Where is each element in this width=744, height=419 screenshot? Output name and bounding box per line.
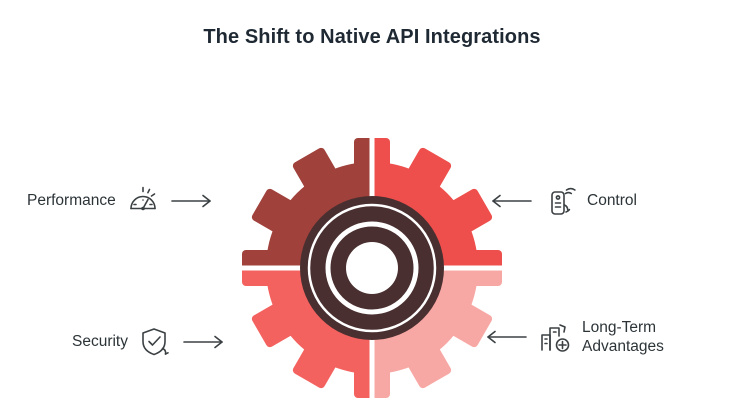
speedometer-icon [129,186,156,211]
gear-hub-center [346,242,398,294]
central-gear-graphic [236,132,508,404]
remote-control-icon [551,187,576,215]
node-security-label: Security [72,333,128,351]
page-title: The Shift to Native API Integrations [203,26,541,48]
building-plus-icon [541,324,570,353]
arrow-right-icon [183,335,223,349]
arrow-right-icon [170,194,211,208]
node-long-term-advantages-label: Long-Term Advantages [582,319,664,356]
node-security[interactable]: Security [72,325,228,359]
node-control[interactable]: Control [487,184,637,218]
arrow-left-icon [492,194,532,208]
arrow-left-icon [487,331,527,344]
gear-hub-ring-outer [307,203,437,333]
node-performance-label: Performance [27,192,116,210]
node-performance[interactable]: Performance [27,184,216,218]
shield-check-icon [142,328,169,356]
node-control-label: Control [587,192,637,210]
gear-hub-ring-inner [325,221,419,315]
node-long-term-advantages[interactable]: Long-Term Advantages [482,318,664,357]
